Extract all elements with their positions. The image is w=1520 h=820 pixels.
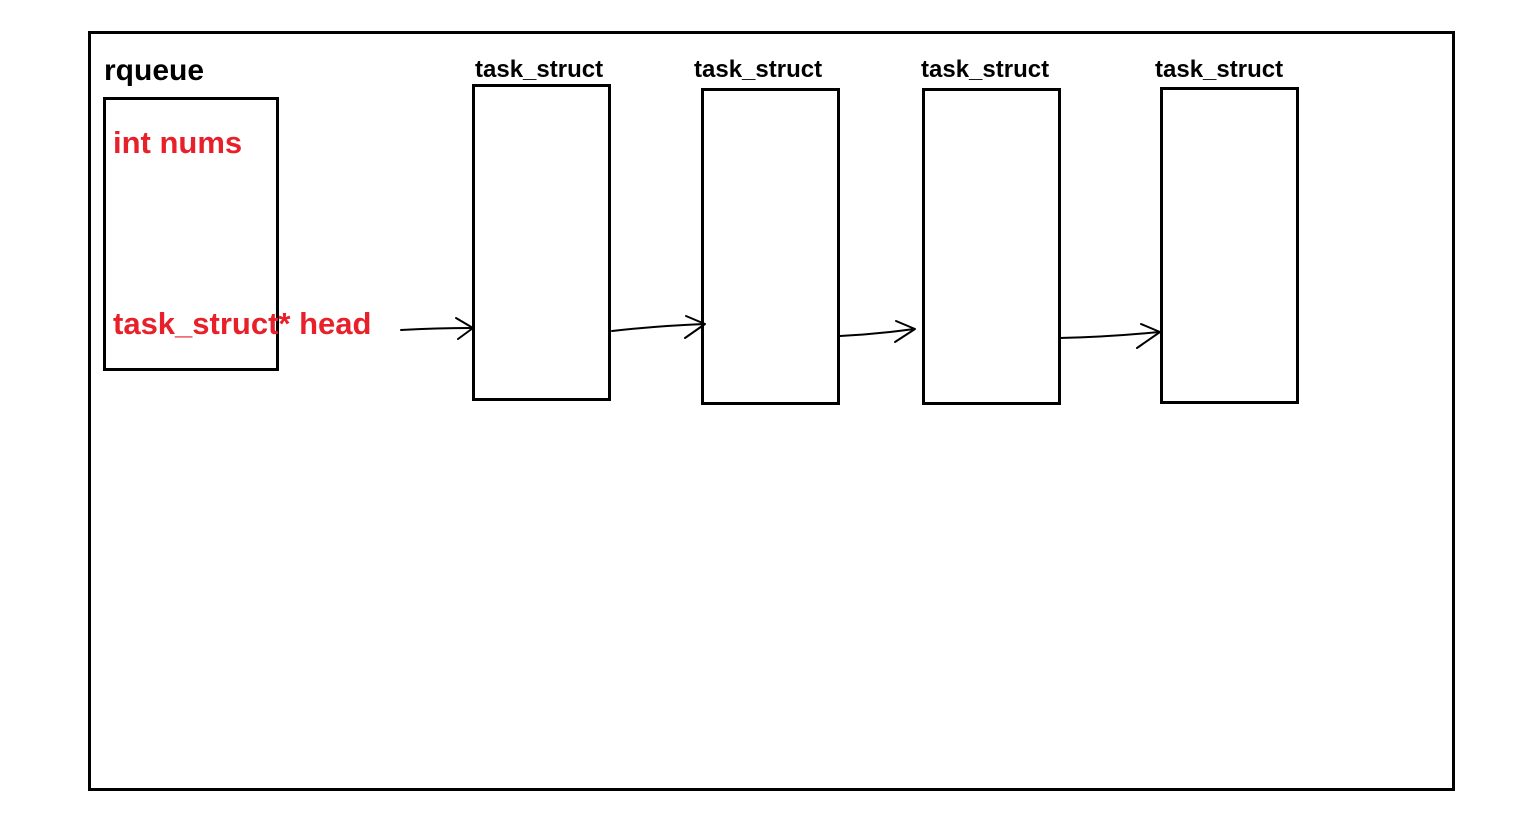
rqueue-field-nums: int nums [113,125,243,160]
rqueue-box [103,97,279,371]
node-3-label: task_struct [921,56,1050,83]
outer-frame [88,31,1455,791]
node-4-box [1160,87,1299,404]
rqueue-title: rqueue [104,54,205,87]
node-2-label: task_struct [694,56,823,83]
rqueue-field-head: task_struct* head [113,306,372,341]
node-4-label: task_struct [1155,56,1284,83]
node-2-box [701,88,840,405]
node-1-label: task_struct [475,56,604,83]
node-3-box [922,88,1061,405]
node-1-box [472,84,611,401]
